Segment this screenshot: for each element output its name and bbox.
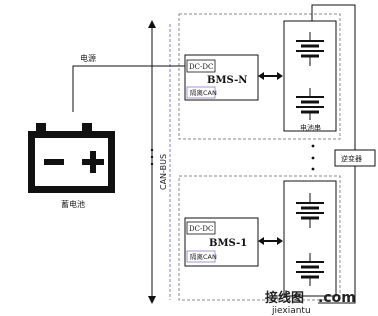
module-bottom-outline	[178, 175, 341, 301]
watermark: 接线图 .com jiexiantu	[265, 290, 356, 316]
can-bus-dot	[150, 148, 154, 152]
series-wire-inverter	[318, 166, 356, 304]
can-bottom-box	[186, 250, 216, 263]
bms-1-label: BMS-1	[209, 238, 247, 249]
module-gap-dot	[311, 167, 315, 171]
cell-stack-bottom-1	[296, 193, 324, 228]
can-top-box	[186, 86, 216, 99]
inverter-label: 逆变器	[341, 154, 362, 163]
dcdc-bottom-box	[186, 221, 216, 235]
watermark-domain: jiexiantu	[271, 306, 311, 316]
can-bus-dot	[150, 162, 154, 166]
watermark-com: .com	[318, 290, 356, 306]
power-wire	[72, 65, 185, 112]
dcdc-top-label: DC-DC	[189, 63, 213, 71]
dcdc-bottom-label: DC-DC	[189, 225, 213, 233]
power-label: 电源	[80, 53, 96, 63]
cell-stack-top-1	[296, 32, 324, 66]
can-bottom-label: 隔离CAN	[190, 252, 217, 261]
cell-stack-top-2	[296, 88, 324, 120]
can-bus-label: CAN-BUS	[159, 154, 168, 190]
battery-icon	[28, 123, 115, 193]
watermark-cn: 接线图	[265, 290, 304, 306]
module-top-outline	[178, 13, 341, 140]
can-top-label: 隔离CAN	[190, 88, 217, 97]
can-bus-arrow-top	[148, 20, 156, 28]
bms-n-link-arrow	[258, 72, 283, 80]
dcdc-top-box	[186, 59, 216, 73]
module-gap-dot	[311, 156, 315, 160]
can-bus-dot	[150, 155, 154, 159]
bms-n-label: BMS-N	[207, 75, 247, 86]
can-bus-arrow-bottom	[148, 296, 156, 304]
cell-string-label: 电池串	[300, 123, 321, 132]
battery-label: 蓄电池	[61, 199, 85, 209]
bms-1-link-arrow	[258, 237, 283, 245]
module-gap-dot	[311, 144, 315, 148]
cell-stack-bottom-2	[296, 253, 324, 286]
